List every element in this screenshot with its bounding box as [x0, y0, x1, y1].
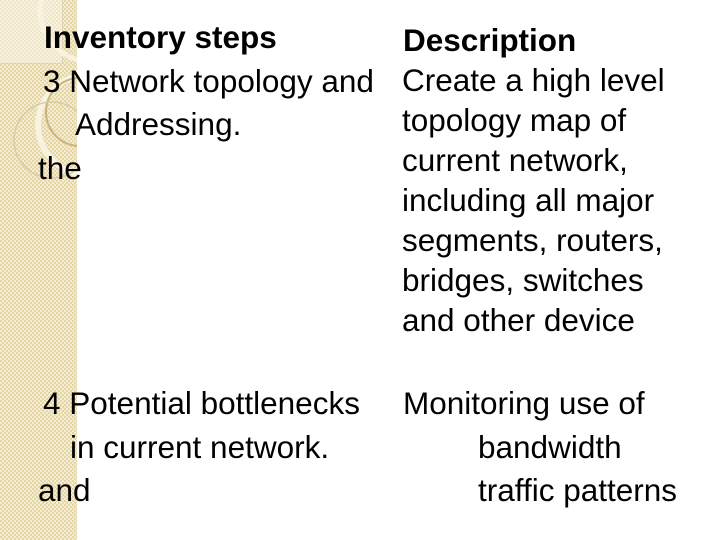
step-cell-line: and: [38, 472, 91, 508]
band-highlight-square: [0, 0, 63, 64]
description-cell-line: topology map of: [402, 102, 627, 138]
description-cell-line: Create a high level: [402, 62, 665, 98]
description-cell-line: segments, routers,: [402, 222, 663, 258]
description-cell-line: current network,: [402, 142, 628, 178]
step-cell-line: 4 Potential bottlenecks: [43, 385, 360, 421]
decorative-circle: [37, 0, 77, 63]
decorative-circle: [45, 77, 77, 147]
description-cell-line: traffic patterns: [478, 472, 678, 508]
description-cell-line: and other device: [402, 302, 635, 338]
step-cell-line: in current network.: [70, 428, 330, 465]
decorative-side-band: [0, 0, 77, 540]
steps-column-bottom: 4 Potential bottlenecks in current netwo…: [38, 382, 360, 513]
decorative-circle: [35, 73, 77, 177]
description-cell-line: bandwidth: [478, 428, 622, 465]
column-header-steps: Inventory steps: [44, 19, 277, 55]
decorative-circles: [13, 0, 77, 179]
description-cell-line: bridges, switches: [402, 262, 644, 298]
step-cell-line: the: [38, 149, 82, 186]
description-column-bottom: Monitoring use of bandwidth traffic patt…: [403, 382, 677, 513]
steps-column-top: Inventory steps 3 Network topology and A…: [38, 16, 374, 190]
column-header-description: Description: [403, 22, 577, 58]
decorative-circle: [13, 101, 77, 179]
description-column-top: Description Create a high level topology…: [402, 20, 665, 340]
description-cell-line: Monitoring use of: [403, 385, 645, 421]
step-cell-line: 3 Network topology and: [43, 62, 374, 99]
description-cell-line: including all major: [402, 182, 655, 218]
step-cell-line: Addressing.: [75, 106, 242, 142]
